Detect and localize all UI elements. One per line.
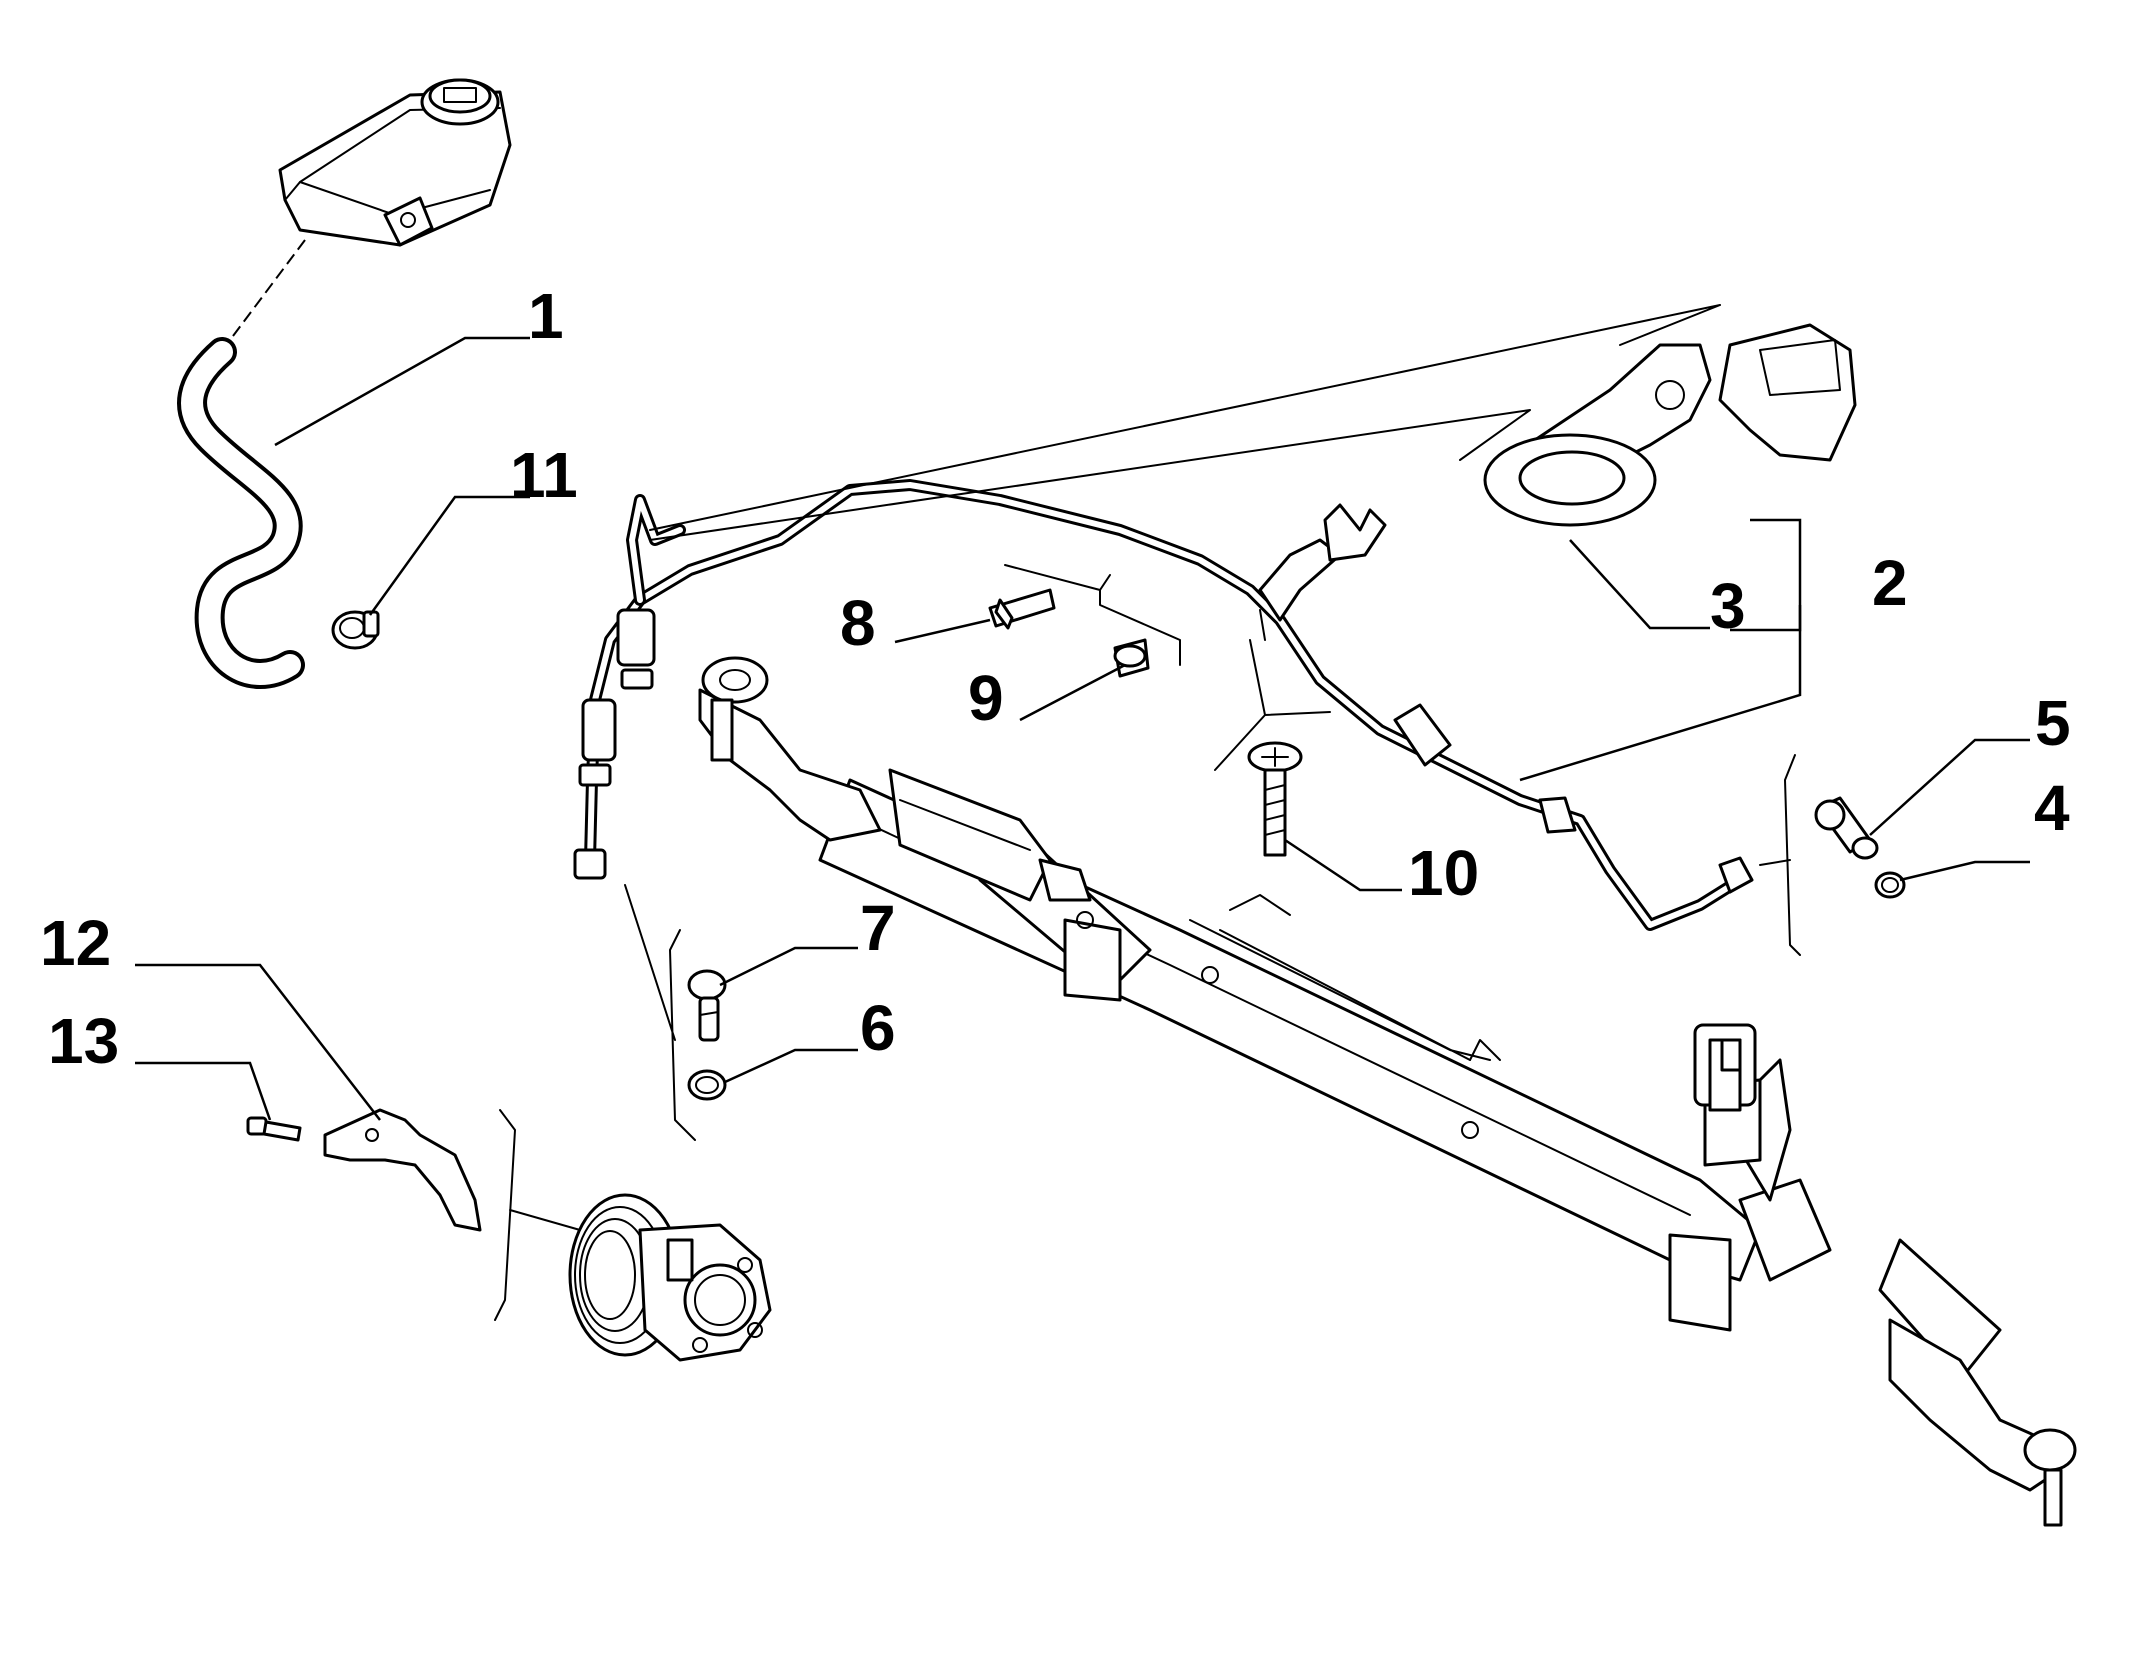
callout-9: 9	[968, 662, 1004, 734]
callout-3: 3	[1710, 570, 1746, 642]
group-bracket-pump	[494, 1109, 581, 1321]
left-tie-rod	[698, 656, 1092, 902]
callout-8: 8	[840, 587, 876, 659]
group-bracket-8-9	[1004, 564, 1181, 666]
callout-2: 2	[1872, 547, 1908, 619]
bolt-10	[1247, 741, 1303, 857]
group-line-upper-2	[649, 409, 1531, 541]
callout-7: 7	[860, 892, 896, 964]
group-bracket-4-5	[1759, 754, 1801, 956]
banjo-bolt-7	[687, 969, 727, 1042]
callout-1: 1	[528, 280, 564, 352]
spacer-9	[1113, 638, 1150, 678]
group-bracket-6-7	[624, 884, 696, 1141]
fluid-reservoir	[278, 78, 512, 247]
seal-ring-6	[687, 1069, 727, 1101]
group-line-upper	[649, 304, 1721, 531]
belt-guard-12	[323, 1108, 482, 1232]
callout-6: 6	[860, 992, 896, 1064]
seal-ring-4	[1874, 871, 1906, 899]
bolt-8	[988, 588, 1056, 630]
return-hose	[177, 337, 305, 689]
callout-10: 10	[1408, 837, 1479, 909]
callout-11: 11	[510, 439, 578, 511]
reservoir-hose-link-line	[229, 239, 306, 341]
banjo-bolt-5	[1814, 796, 1879, 860]
group-bracket-10	[1214, 639, 1331, 771]
hose-clamp	[331, 610, 380, 650]
leader-lines	[135, 336, 2030, 1121]
screw-13	[246, 1116, 302, 1142]
power-steering-pump	[568, 1193, 772, 1362]
right-tie-rod	[1888, 1318, 2077, 1527]
callout-5: 5	[2035, 687, 2071, 759]
callout-12: 12	[40, 907, 111, 979]
pressure-line-assembly	[573, 479, 1754, 931]
grommet-bracket	[1483, 323, 1857, 527]
steering-rack	[818, 778, 2002, 1382]
callout-13: 13	[48, 1005, 119, 1077]
callout-4: 4	[2034, 772, 2070, 844]
